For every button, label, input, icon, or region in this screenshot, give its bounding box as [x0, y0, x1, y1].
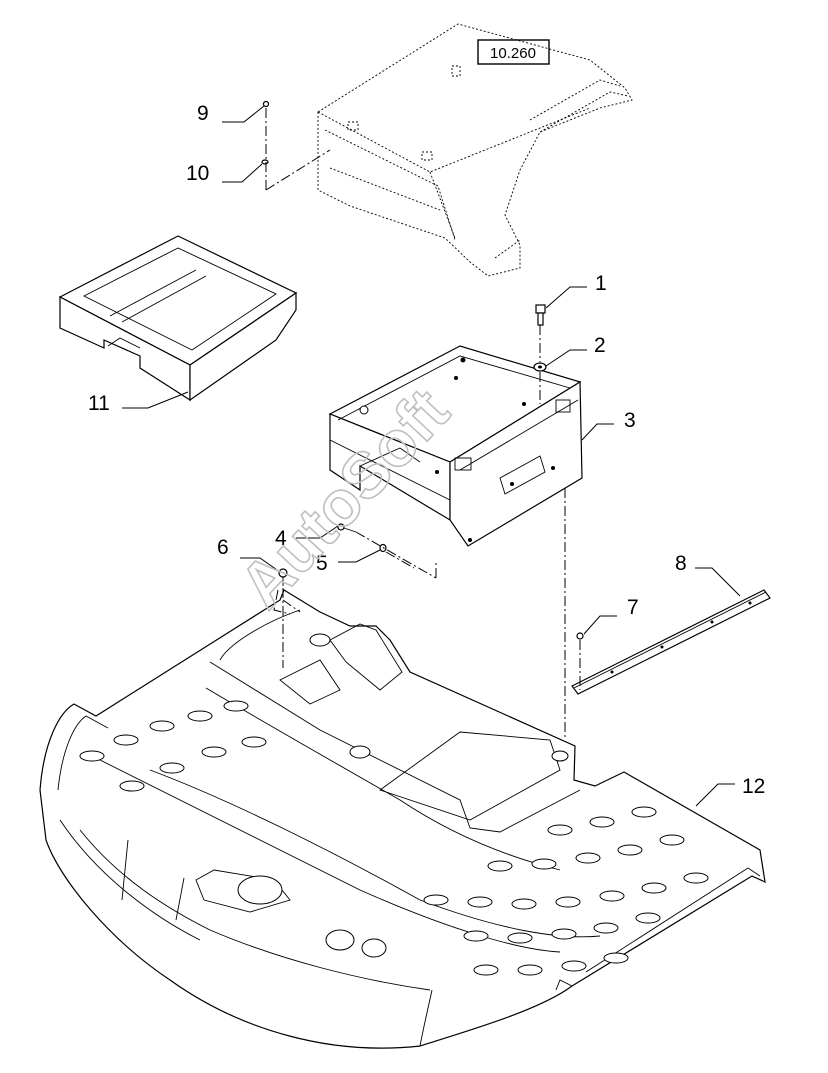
screw-7 — [576, 632, 584, 640]
callout-7: 7 — [627, 596, 639, 619]
callout-2: 2 — [594, 334, 606, 357]
callout-12: 12 — [742, 775, 765, 798]
callout-1: 1 — [595, 272, 607, 295]
reference-box-label: 10.260 — [490, 45, 536, 62]
bolt-1 — [535, 304, 546, 326]
callout-8: 8 — [675, 552, 687, 575]
console-box — [328, 345, 583, 547]
callout-4: 4 — [275, 527, 287, 550]
screw-9 — [262, 100, 270, 108]
callout-11: 11 — [88, 392, 110, 415]
callout-6: 6 — [217, 536, 229, 559]
rail-8 — [571, 589, 771, 695]
reference-box: 10.260 — [477, 39, 550, 65]
assembly-lines — [265, 108, 581, 740]
screw-6 — [278, 568, 288, 586]
floor-slots — [79, 700, 709, 976]
cab-floor — [39, 589, 766, 1049]
washer-10 — [261, 159, 269, 165]
storage-tray — [58, 235, 298, 402]
callout-10: 10 — [186, 162, 209, 185]
callout-5: 5 — [316, 552, 328, 575]
washer-2 — [533, 362, 547, 372]
leader-lines — [122, 105, 741, 807]
seat-assembly — [317, 23, 633, 277]
callout-3: 3 — [624, 409, 636, 432]
screw-4 — [337, 523, 357, 533]
callout-labels: 1 2 3 4 5 6 7 8 9 10 11 12 — [88, 102, 765, 798]
callout-9: 9 — [197, 102, 209, 125]
